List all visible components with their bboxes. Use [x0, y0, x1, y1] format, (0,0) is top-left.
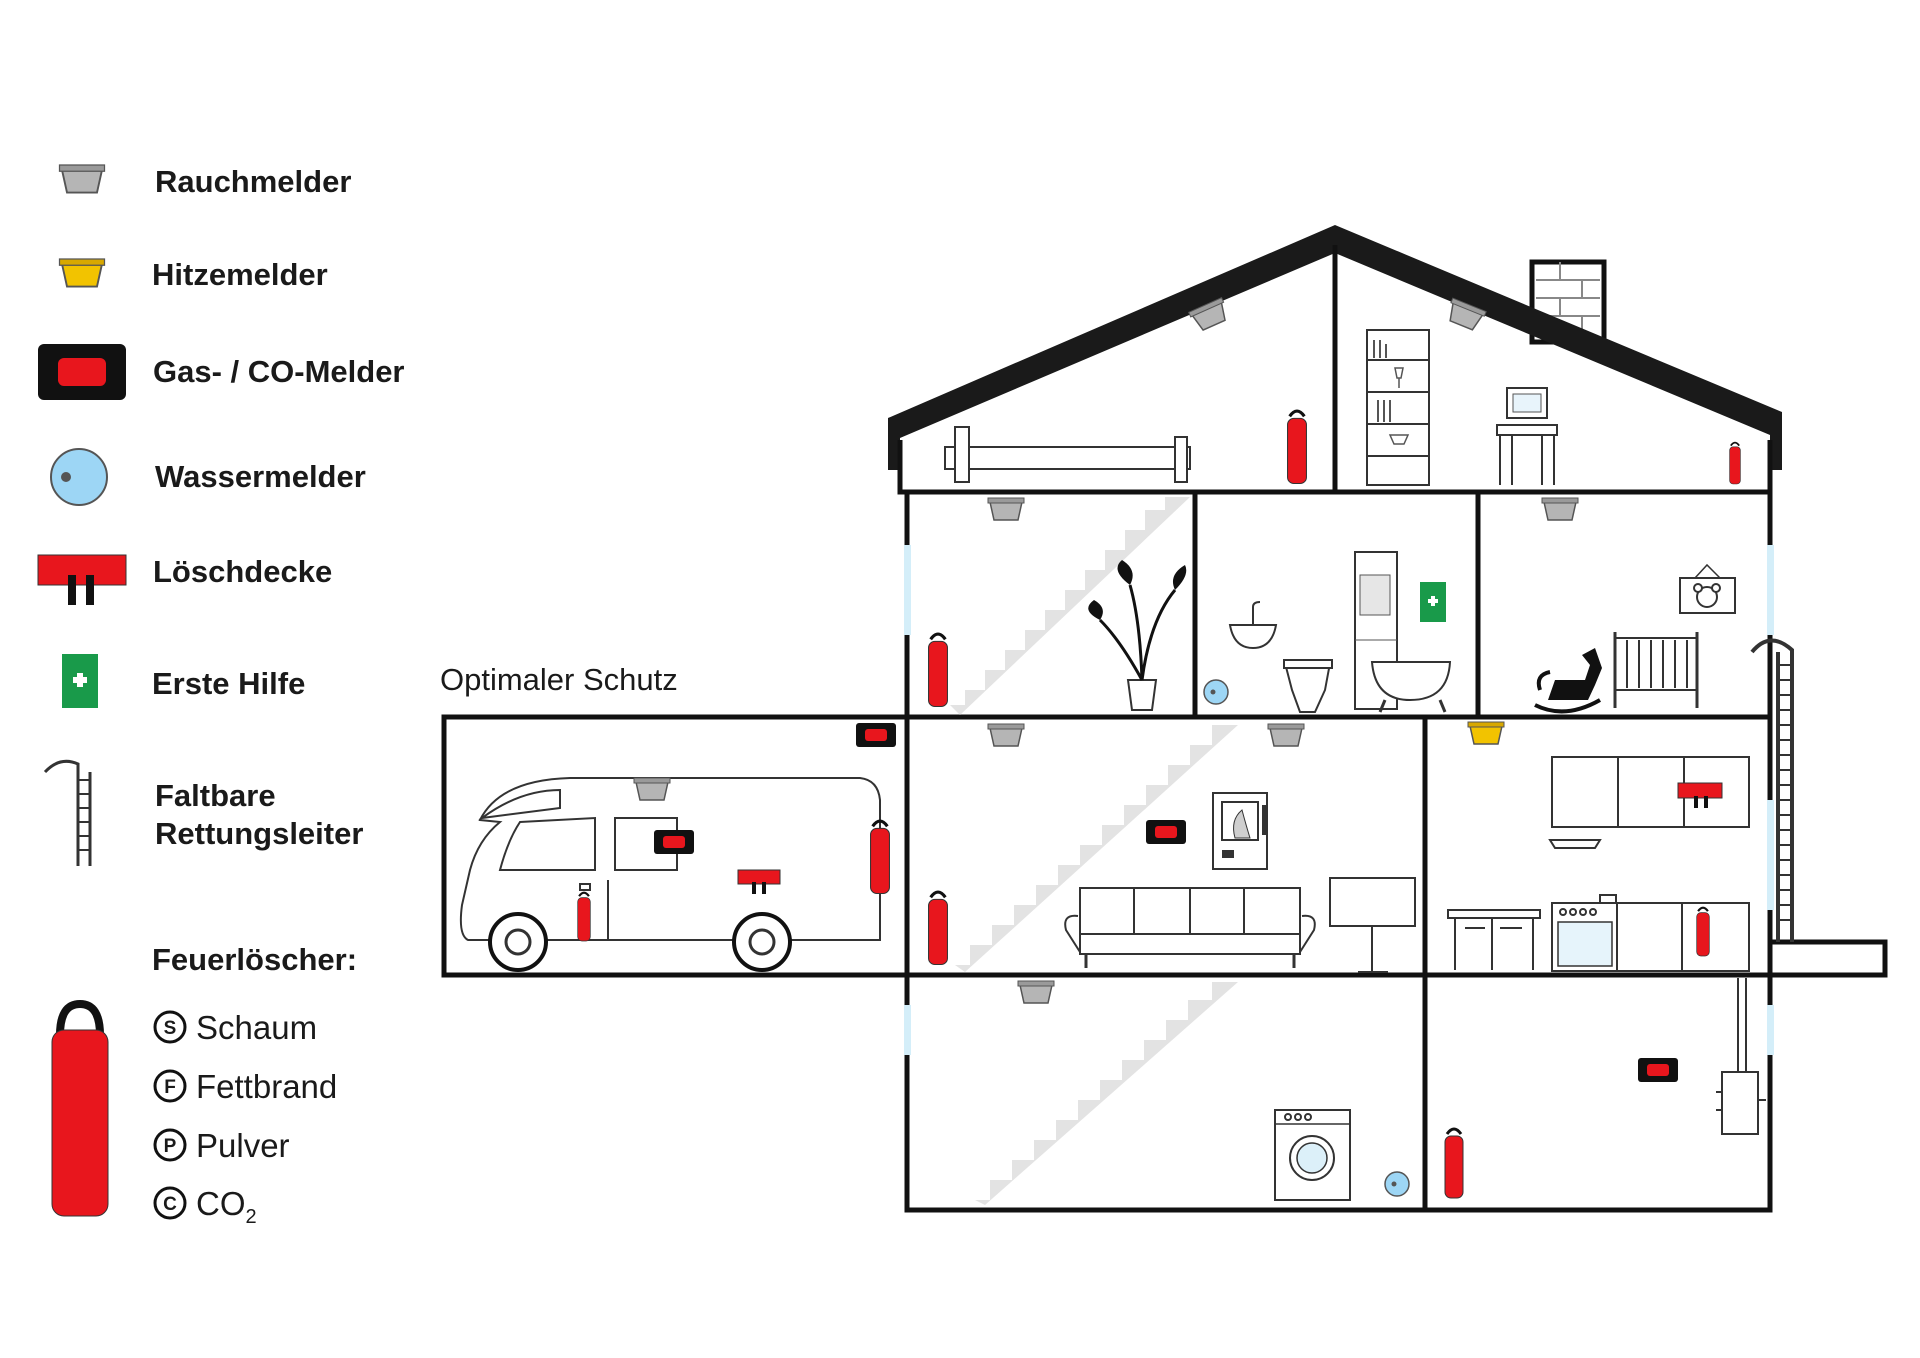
extinguisher-camper: [576, 891, 592, 943]
legend-label-ladder-2: Rettungsleiter: [155, 816, 363, 851]
svg-text:S: S: [164, 1018, 177, 1039]
fire-blanket-icon: [37, 554, 127, 605]
extinguisher-type-co2: C CO2: [153, 1185, 257, 1228]
escape-ladder: [1750, 638, 1794, 942]
rocking-horse: [1534, 648, 1602, 714]
fire-blanket-kitchen: [1677, 782, 1723, 808]
smoke-detector-upper-right: [1541, 497, 1579, 521]
teddy-picture: [1679, 563, 1736, 614]
legend-label-water: Wassermelder: [155, 459, 366, 494]
tv: [1329, 877, 1416, 973]
house: [441, 225, 1888, 1213]
first-aid-icon: [62, 654, 98, 708]
stairs-basement: [975, 982, 1238, 1205]
kitchen-upper-cabinets: [1548, 756, 1750, 849]
window-left-basement: [904, 1005, 911, 1055]
gas-detector-icon: [38, 344, 126, 400]
legend-label-firstaid: Erste Hilfe: [152, 666, 305, 701]
water-detector-bath: [1203, 679, 1229, 705]
window-left-upper: [904, 545, 911, 635]
smoke-detector-camper: [633, 777, 671, 801]
gas-detector-basement: [1638, 1058, 1678, 1082]
heat-detector-icon: [58, 258, 106, 288]
gas-detector-camper: [654, 830, 694, 854]
extinguisher-kitchen: [1695, 906, 1711, 958]
smoke-detector-basement: [1017, 980, 1055, 1004]
heat-detector-kitchen: [1467, 721, 1505, 745]
sofa: [1064, 887, 1316, 968]
fire-blankets: [737, 782, 1723, 894]
diagram-title: Optimaler Schutz: [440, 662, 678, 697]
bathtub: [1370, 661, 1452, 713]
balcony: [1770, 939, 1888, 978]
legend-label-ladder-1: Faltbare: [155, 778, 276, 813]
garage: [441, 714, 910, 978]
boiler: [1716, 978, 1766, 1135]
extinguisher-ground: [926, 890, 950, 967]
stove-fireplace: [1212, 792, 1268, 870]
legend-label-extinguisher: Feuerlöscher:: [152, 942, 357, 977]
extinguisher-type-pulver: P Pulver: [153, 1127, 290, 1164]
crib: [1613, 632, 1699, 708]
extinguisher-type-fettbrand: F Fettbrand: [153, 1068, 337, 1105]
extinguisher-icon: [51, 999, 109, 1217]
legend-label-gas: Gas- / CO-Melder: [153, 354, 405, 389]
smoke-detector-ground-mid: [1267, 723, 1305, 747]
kitchen-table: [1447, 909, 1541, 970]
water-detector-basement: [1384, 1171, 1410, 1197]
sink: [1228, 601, 1278, 650]
first-aid-kit: [1420, 582, 1446, 622]
smoke-detector-icon: [58, 164, 106, 194]
smoke-detector-upper-left: [987, 497, 1025, 521]
gas-detector-living: [1146, 820, 1186, 844]
extinguisher-attic-right: [1728, 441, 1742, 485]
camper-van: [459, 777, 881, 972]
roof: [888, 225, 1782, 470]
extinguisher-type-schaum: S Schaum: [153, 1009, 317, 1046]
fire-blanket-camper: [737, 869, 781, 894]
svg-text:Pulver: Pulver: [196, 1127, 290, 1164]
legend-label-heat: Hitzemelder: [152, 257, 328, 292]
svg-text:F: F: [164, 1077, 176, 1098]
svg-text:C: C: [163, 1194, 177, 1215]
window-right-upper: [1767, 545, 1774, 635]
svg-text:CO2: CO2: [196, 1185, 257, 1228]
extinguisher-garage: [868, 819, 892, 896]
smoke-detector-ground-left: [987, 723, 1025, 747]
bookshelf: [1366, 329, 1430, 486]
basement: [904, 975, 1773, 1213]
svg-text:P: P: [164, 1136, 177, 1157]
svg-text:Schaum: Schaum: [196, 1009, 317, 1046]
extinguisher-basement: [1443, 1127, 1465, 1200]
kitchen-counter: [1551, 894, 1750, 972]
stairs-upper: [950, 497, 1190, 715]
legend: Rauchmelder Hitzemelder Gas- / CO-Melder…: [37, 164, 405, 1228]
desk-computer: [1496, 387, 1558, 485]
legend-label-blanket: Löschdecke: [153, 554, 332, 589]
bed: [944, 426, 1191, 483]
legend-label-smoke: Rauchmelder: [155, 164, 351, 199]
gas-detector-garage: [856, 723, 896, 747]
stairs-ground: [955, 725, 1238, 972]
rescue-ladder-icon: [43, 759, 92, 866]
plant: [1088, 560, 1187, 711]
extinguisher-upper: [926, 632, 950, 709]
toilet: [1283, 659, 1333, 713]
washing-machine: [1274, 1109, 1351, 1201]
window-right-ground: [1767, 800, 1774, 910]
window-right-basement: [1767, 1005, 1774, 1055]
water-detector-icon: [50, 448, 108, 506]
extinguisher-attic-left: [1285, 409, 1309, 486]
svg-text:Fettbrand: Fettbrand: [196, 1068, 337, 1105]
